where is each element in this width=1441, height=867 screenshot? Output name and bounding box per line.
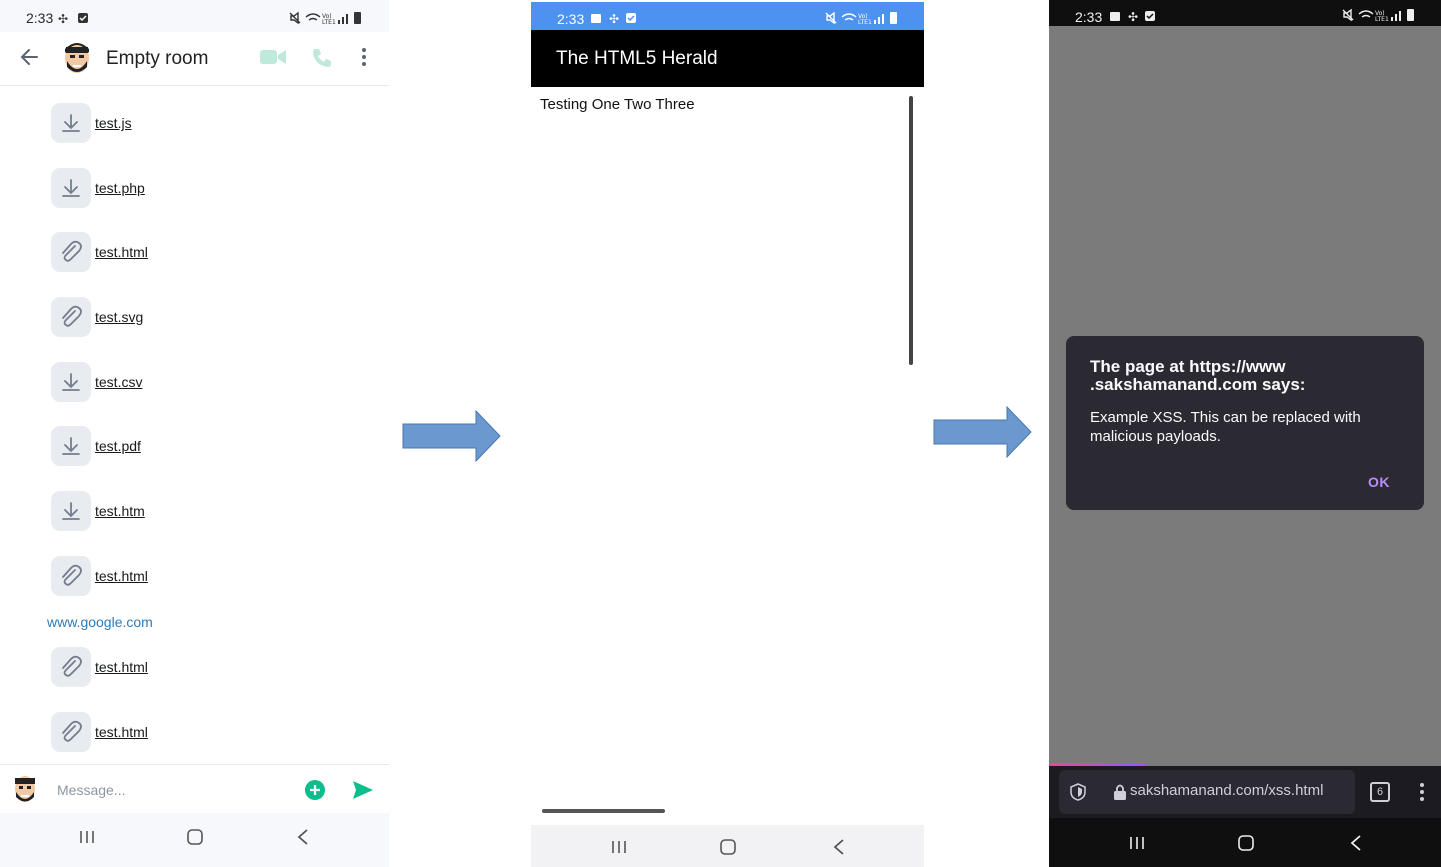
status-time: 2:33 xyxy=(1075,9,1103,25)
svg-text:✣: ✣ xyxy=(1128,10,1138,24)
notification-icons: ✣ xyxy=(591,12,636,26)
file-name[interactable]: test.htm xyxy=(95,503,145,519)
url-bar[interactable] xyxy=(1059,770,1355,814)
page-body-text: Testing One Two Three xyxy=(540,96,695,113)
status-bar: 2:33 ✣ Vo) LTE1 xyxy=(0,0,389,32)
file-name[interactable]: test.svg xyxy=(95,309,144,325)
home-icon[interactable] xyxy=(1237,834,1255,852)
file-message[interactable]: test.html xyxy=(51,712,351,752)
flow-arrow-right-icon xyxy=(402,409,501,463)
paperclip-icon[interactable] xyxy=(51,556,91,596)
user-avatar xyxy=(15,776,35,802)
recent-apps-icon[interactable] xyxy=(79,829,95,845)
home-icon[interactable] xyxy=(719,838,737,856)
android-nav-bar xyxy=(531,825,924,867)
recent-apps-icon[interactable] xyxy=(611,839,627,855)
download-icon[interactable] xyxy=(51,168,91,208)
file-name[interactable]: test.html xyxy=(95,244,148,260)
message-composer: Message... xyxy=(0,764,389,814)
file-message[interactable]: test.html xyxy=(51,556,351,596)
tab-counter[interactable]: 6 xyxy=(1370,782,1390,802)
download-icon[interactable] xyxy=(51,103,91,143)
chat-screen: 2:33 ✣ Vo) LTE1 Empty room xyxy=(0,0,389,867)
svg-text:✣: ✣ xyxy=(609,12,619,26)
system-status-icons: Vo) LTE1 xyxy=(289,11,361,25)
file-message[interactable]: test.php xyxy=(51,168,351,208)
file-message[interactable]: test.csv xyxy=(51,362,351,402)
room-title: Empty room xyxy=(106,48,209,69)
file-name[interactable]: test.pdf xyxy=(95,438,141,454)
page-title: The HTML5 Herald xyxy=(556,48,718,69)
download-icon[interactable] xyxy=(51,491,91,531)
status-bar: 2:33 ✣ Vo) LTE1 xyxy=(1049,0,1441,26)
back-arrow-icon[interactable] xyxy=(18,46,40,68)
browser-alert-screen: 2:33 ✣ Vo) LTE1 The page at https://www … xyxy=(1049,0,1441,867)
file-name[interactable]: test.html xyxy=(95,724,148,740)
message-input[interactable]: Message... xyxy=(57,782,126,798)
system-status-icons: Vo) LTE1 xyxy=(1342,8,1414,22)
system-status-icons: Vo) LTE1 xyxy=(825,11,897,25)
more-options-icon[interactable] xyxy=(360,47,368,67)
flow-arrow-right-icon xyxy=(933,405,1032,459)
svg-text:✣: ✣ xyxy=(58,12,68,26)
android-nav-bar xyxy=(0,813,389,867)
download-icon[interactable] xyxy=(51,362,91,402)
file-name[interactable]: test.js xyxy=(95,115,132,131)
file-message[interactable]: test.pdf xyxy=(51,426,351,466)
status-time: 2:33 xyxy=(557,11,585,27)
paperclip-icon[interactable] xyxy=(51,712,91,752)
file-message[interactable]: test.html xyxy=(51,232,351,272)
back-icon[interactable] xyxy=(296,828,310,846)
paperclip-icon[interactable] xyxy=(51,297,91,337)
status-time: 2:33 xyxy=(26,10,54,26)
alert-title: The page at https://www .sakshamanand.co… xyxy=(1090,357,1306,394)
svg-text:LTE1: LTE1 xyxy=(322,19,336,25)
app-bar xyxy=(531,30,924,87)
file-name[interactable]: test.csv xyxy=(95,374,143,390)
send-icon[interactable] xyxy=(352,779,374,801)
browser-toolbar: sakshamanand.com/xss.html 6 xyxy=(1049,766,1441,818)
page-load-progress xyxy=(1049,763,1147,766)
lock-icon xyxy=(1114,784,1126,800)
svg-text:Vo): Vo) xyxy=(322,13,332,20)
alert-message: Example XSS. This can be replaced with m… xyxy=(1090,409,1361,445)
back-icon[interactable] xyxy=(832,838,846,856)
ok-button[interactable]: OK xyxy=(1368,474,1390,490)
file-message[interactable]: test.js xyxy=(51,103,351,143)
svg-text:LTE1: LTE1 xyxy=(1375,16,1389,22)
file-name[interactable]: test.php xyxy=(95,180,145,196)
svg-text:Vo): Vo) xyxy=(1375,10,1385,17)
room-header xyxy=(0,32,389,86)
paperclip-icon[interactable] xyxy=(51,647,91,687)
url-text[interactable]: sakshamanand.com/xss.html xyxy=(1130,782,1324,799)
notification-icons: ✣ xyxy=(58,12,88,26)
android-nav-bar xyxy=(1049,818,1441,867)
shield-icon[interactable] xyxy=(1070,783,1086,801)
file-name[interactable]: test.html xyxy=(95,659,148,675)
file-message[interactable]: test.htm xyxy=(51,491,351,531)
back-icon[interactable] xyxy=(1349,834,1363,852)
video-call-icon[interactable] xyxy=(259,48,287,66)
html-viewer-screen: 2:33 ✣ Vo) LTE1 The HTML5 Herald Testing… xyxy=(531,0,924,867)
add-attachment-icon[interactable] xyxy=(304,779,326,801)
home-icon[interactable] xyxy=(186,828,204,846)
svg-text:LTE1: LTE1 xyxy=(858,19,872,25)
voice-call-icon[interactable] xyxy=(311,47,331,67)
room-avatar[interactable] xyxy=(61,41,93,75)
message-link[interactable]: www.google.com xyxy=(47,614,153,630)
file-message[interactable]: test.svg xyxy=(51,297,351,337)
recent-apps-icon[interactable] xyxy=(1129,835,1145,851)
scrollbar[interactable] xyxy=(909,96,913,365)
home-indicator xyxy=(542,809,665,813)
alert-dialog: The page at https://www .sakshamanand.co… xyxy=(1066,336,1424,510)
status-bar: 2:33 ✣ Vo) LTE1 xyxy=(531,2,924,30)
notification-icons: ✣ xyxy=(1110,10,1155,24)
svg-text:Vo): Vo) xyxy=(858,13,868,20)
file-name[interactable]: test.html xyxy=(95,568,148,584)
file-message[interactable]: test.html xyxy=(51,647,351,687)
paperclip-icon[interactable] xyxy=(51,232,91,272)
download-icon[interactable] xyxy=(51,426,91,466)
more-options-icon[interactable] xyxy=(1419,782,1425,802)
